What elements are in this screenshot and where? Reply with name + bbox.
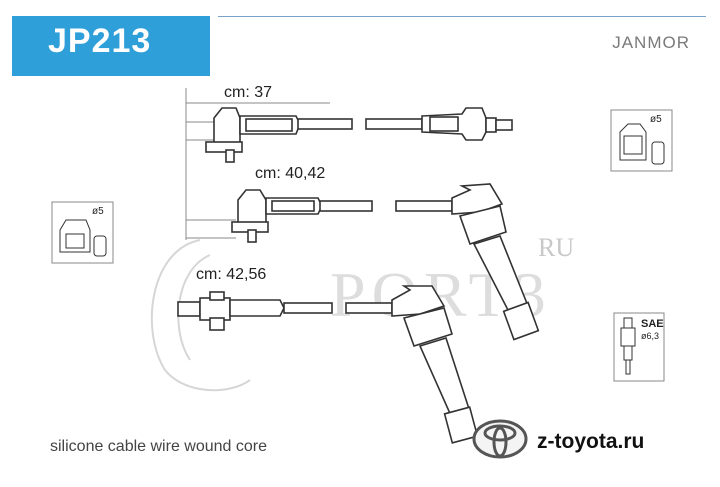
wire-2-boot-left bbox=[237, 189, 267, 227]
watermark-suffix: RU bbox=[538, 233, 575, 262]
wire-3-tube bbox=[418, 337, 472, 419]
wire-1-length: cm: 37 bbox=[224, 84, 273, 101]
header-divider bbox=[218, 16, 706, 17]
toyota-logo bbox=[472, 419, 528, 459]
wire-3-terminal bbox=[177, 301, 201, 317]
wire-3-sleeve bbox=[229, 299, 285, 317]
wire-3 bbox=[177, 285, 479, 444]
wire-2-tip bbox=[502, 301, 540, 341]
distributor-cap-icon-left bbox=[51, 201, 114, 264]
wire-3-cable-a bbox=[283, 302, 333, 314]
wire-3-tip bbox=[443, 406, 479, 444]
wire-3-elbow bbox=[391, 285, 446, 317]
wire-2-cable-b bbox=[395, 200, 453, 212]
guide-lines bbox=[185, 88, 330, 240]
part-code: JP213 bbox=[48, 22, 152, 60]
wire-1-cable-a bbox=[297, 118, 353, 130]
spark-plug-icon bbox=[613, 312, 665, 382]
wire-2-boot-down bbox=[458, 205, 507, 246]
wire-1-boot-left bbox=[213, 107, 241, 147]
wire-1-terminal bbox=[485, 117, 497, 133]
wire-1-cable-b bbox=[365, 118, 423, 130]
distributor-left-diameter: ø5 bbox=[92, 206, 104, 217]
part-code-banner bbox=[12, 16, 210, 76]
wire-1 bbox=[205, 107, 513, 163]
website-link[interactable]: z-toyota.ru bbox=[537, 430, 645, 453]
wire-2-elbow bbox=[451, 183, 504, 215]
spark-plug-standard: SAE bbox=[641, 318, 664, 330]
wire-3-cable-b bbox=[345, 302, 393, 314]
wire-2 bbox=[231, 183, 540, 341]
brand-name: JANMOR bbox=[612, 33, 690, 52]
wire-2-tube bbox=[472, 235, 530, 316]
product-description: silicone cable wire wound core bbox=[50, 438, 267, 455]
distributor-cap-icon-right bbox=[610, 109, 673, 172]
wire-1-clip bbox=[205, 141, 243, 153]
wire-3-length: cm: 42,56 bbox=[196, 266, 267, 283]
distributor-right-diameter: ø5 bbox=[650, 114, 662, 125]
wire-3-boot-down bbox=[402, 307, 453, 347]
wire-2-length: cm: 40,42 bbox=[255, 165, 326, 182]
wire-2-cable-a bbox=[319, 200, 373, 212]
spark-plug-diameter: ø6,3 bbox=[641, 331, 660, 341]
